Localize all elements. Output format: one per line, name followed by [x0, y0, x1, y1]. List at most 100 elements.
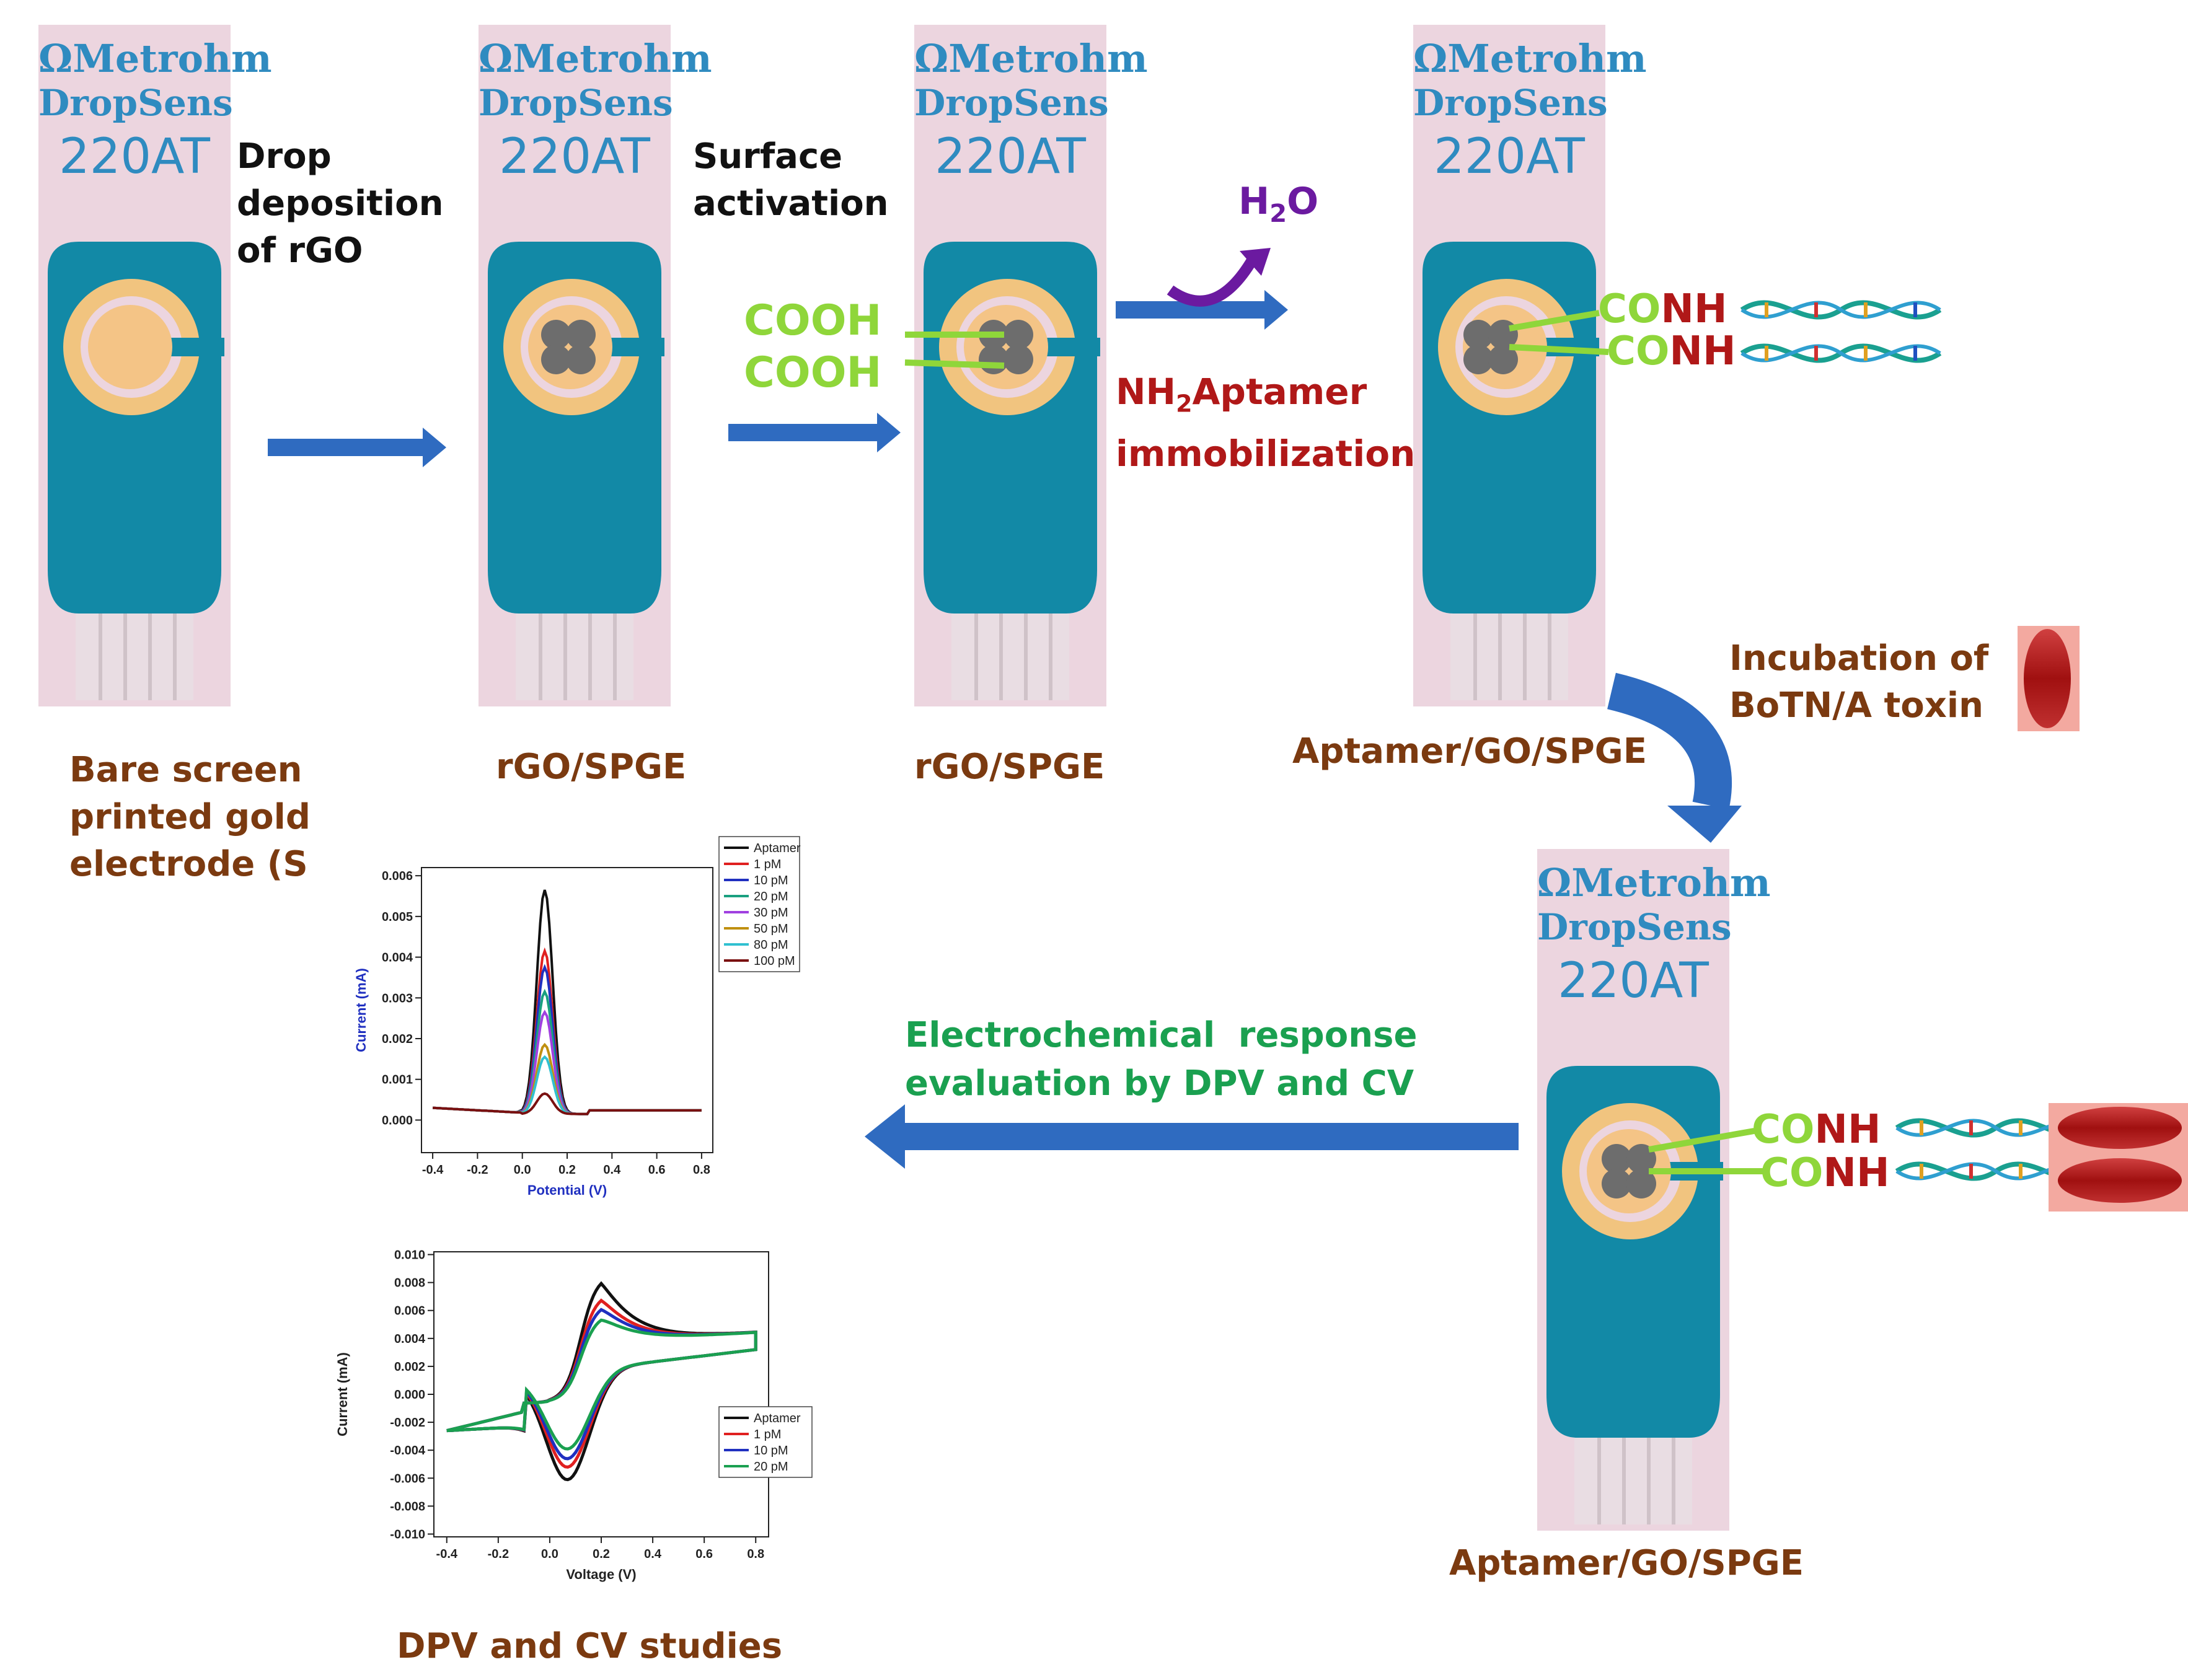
electrode-rgo-2: ΩMetrohm DropSens 220AT — [914, 25, 1148, 706]
model-number: 220AT — [499, 129, 650, 185]
legend-label: 30 pM — [754, 906, 788, 920]
y-tick-label: -0.004 — [390, 1444, 426, 1458]
y-tick-label: 0.006 — [382, 869, 413, 883]
x-tick-label: 0.8 — [693, 1163, 710, 1177]
x-tick-label: 0.0 — [541, 1547, 558, 1561]
y-tick-label: 0.002 — [394, 1360, 425, 1374]
legend-label: 10 pM — [754, 874, 788, 887]
brand-bottom: DropSens — [1537, 906, 1732, 948]
step-aptamer-immobilization: NH2Aptamer immobilization — [1116, 371, 1416, 475]
x-tick-label: -0.4 — [422, 1163, 444, 1177]
y-tick-label: -0.010 — [390, 1528, 425, 1541]
x-tick-label: 0.2 — [558, 1163, 576, 1177]
brand-top: ΩMetrohm — [1537, 860, 1771, 905]
model-number: 220AT — [935, 129, 1086, 185]
model-number: 220AT — [1434, 129, 1585, 185]
electrode-aptamer-1: ΩMetrohm DropSens 220AT — [1413, 25, 1647, 706]
step-incubation: Incubation of BoTN/A toxin — [1729, 638, 1989, 726]
omega-icon: Ω — [479, 36, 513, 81]
electrode-aptamer-2: ΩMetrohm DropSens 220AT — [1537, 849, 1771, 1531]
cv-series-loop — [446, 1298, 757, 1469]
legend-label: 10 pM — [754, 1444, 788, 1458]
x-tick-label: 0.6 — [695, 1547, 713, 1561]
legend-label: 1 pM — [754, 858, 781, 871]
y-tick-label: 0.002 — [382, 1032, 413, 1046]
label-rgo-1: rGO/SPGE — [496, 747, 687, 787]
water-label: H2O — [1238, 180, 1319, 228]
brand-bottom: DropSens — [38, 82, 233, 124]
cv-series-loop — [446, 1281, 757, 1482]
x-tick-label: -0.4 — [436, 1547, 458, 1561]
x-tick-label: -0.2 — [467, 1163, 488, 1177]
cv-series-loop — [446, 1318, 757, 1451]
toxin-bound-1 — [2058, 1107, 2182, 1149]
dpv-series-line — [432, 1055, 702, 1115]
y-axis-label: Current (mA) — [353, 968, 369, 1052]
x-axis-label: Voltage (V) — [566, 1567, 636, 1582]
conh-label-3: CONH — [1752, 1107, 1881, 1153]
cooh-label-2: COOH — [744, 348, 882, 397]
y-tick-label: 0.000 — [394, 1388, 425, 1402]
y-tick-label: -0.006 — [390, 1472, 425, 1485]
x-axis-label: Potential (V) — [527, 1182, 607, 1198]
label-aptamer-2: Aptamer/GO/SPGE — [1449, 1543, 1804, 1583]
legend-label: Aptamer — [754, 1412, 801, 1425]
brand-top: ΩMetrohm — [1413, 36, 1647, 81]
legend-label: Aptamer — [754, 842, 801, 855]
step-surface-activation: Surface activation — [693, 136, 889, 224]
legend-label: 80 pM — [754, 938, 788, 952]
y-tick-label: 0.003 — [382, 992, 413, 1005]
conh-label-2: CONH — [1607, 328, 1736, 374]
brand-top: ΩMetrohm — [479, 36, 712, 81]
dpv-series-line — [432, 964, 702, 1115]
step-response-evaluation: Electrochemical response evaluation by D… — [905, 1015, 1418, 1104]
legend-label: 20 pM — [754, 890, 788, 904]
arrow-incubation-head — [1667, 806, 1742, 843]
dpv-series-line — [432, 1092, 702, 1115]
brand-bottom: DropSens — [1413, 82, 1608, 124]
aptamer-strand-2 — [1742, 346, 1940, 361]
x-tick-label: 0.0 — [514, 1163, 531, 1177]
x-tick-label: -0.2 — [488, 1547, 509, 1561]
dpv-series-line — [432, 1009, 702, 1115]
brand-top: ΩMetrohm — [914, 36, 1148, 81]
legend-label: 20 pM — [754, 1460, 788, 1474]
x-tick-label: 0.4 — [603, 1163, 621, 1177]
y-tick-label: 0.005 — [382, 910, 413, 924]
legend-label: 50 pM — [754, 922, 788, 936]
y-tick-label: 0.004 — [394, 1332, 426, 1346]
label-aptamer-1: Aptamer/GO/SPGE — [1292, 731, 1648, 772]
y-tick-label: 0.006 — [394, 1304, 425, 1318]
y-tick-label: 0.004 — [382, 951, 413, 965]
omega-icon: Ω — [1537, 860, 1572, 905]
toxin-icon — [2024, 629, 2071, 728]
label-dpv-cv-studies: DPV and CV studies — [397, 1626, 783, 1666]
water-arrow-head — [1240, 248, 1271, 276]
label-rgo-2: rGO/SPGE — [914, 747, 1105, 787]
y-tick-label: -0.002 — [390, 1416, 425, 1430]
cooh-link-2 — [904, 359, 1005, 369]
legend-label: 100 pM — [754, 954, 795, 968]
label-bare-electrode: Bare screen printed gold electrode (S — [69, 750, 311, 884]
aptamer-strand-1 — [1742, 302, 1940, 317]
dpv-series-line — [432, 947, 702, 1115]
brand-bottom: DropSens — [479, 82, 673, 124]
y-tick-label: 0.010 — [394, 1249, 425, 1262]
conh-link-3 — [1648, 1128, 1755, 1153]
y-tick-label: 0.008 — [394, 1277, 425, 1290]
legend-label: 1 pM — [754, 1428, 781, 1441]
cooh-label-1: COOH — [744, 296, 882, 345]
step-drop-deposition: Drop deposition of rGO — [237, 136, 444, 271]
model-number: 220AT — [1558, 953, 1709, 1009]
conh-label-4: CONH — [1760, 1150, 1890, 1196]
brand-bottom: DropSens — [914, 82, 1109, 124]
y-tick-label: -0.008 — [390, 1500, 425, 1513]
omega-icon: Ω — [914, 36, 949, 81]
water-release-arrow — [1167, 257, 1257, 307]
arrow-step-2 — [728, 413, 901, 452]
y-tick-label: 0.001 — [382, 1073, 413, 1087]
x-tick-label: 0.6 — [648, 1163, 666, 1177]
x-tick-label: 0.2 — [593, 1547, 610, 1561]
